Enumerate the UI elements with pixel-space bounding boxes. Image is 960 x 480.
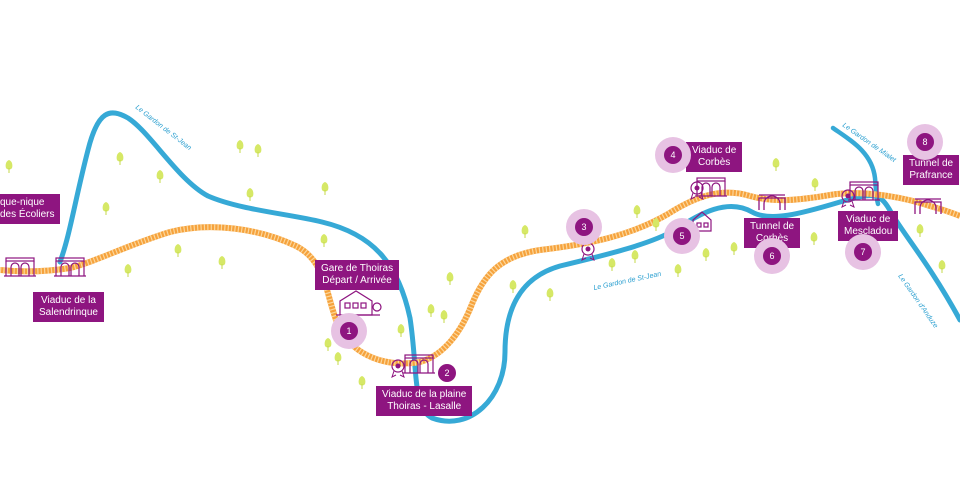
tree-icon (5, 139, 946, 390)
railway-ties (0, 189, 960, 367)
railway-base (0, 189, 960, 367)
station-icon (336, 290, 382, 316)
marker-8[interactable]: 8 (907, 124, 943, 160)
river-label-anduze: Le Gardon d'Anduze (896, 273, 939, 330)
marker-1[interactable]: 1 (331, 313, 367, 349)
marker-3[interactable]: 3 (566, 209, 602, 245)
marker-7[interactable]: 7 (845, 234, 881, 270)
marker-4[interactable]: 4 (655, 137, 691, 173)
viaduct-icon (3, 177, 881, 374)
river-label-st-jean-mid: Le Gardon de St-Jean (593, 271, 662, 292)
river-st-jean (57, 110, 960, 424)
marker-5[interactable]: 5 (664, 218, 700, 254)
marker-2[interactable]: 2 (429, 355, 465, 391)
marker-6[interactable]: 6 (754, 238, 790, 274)
